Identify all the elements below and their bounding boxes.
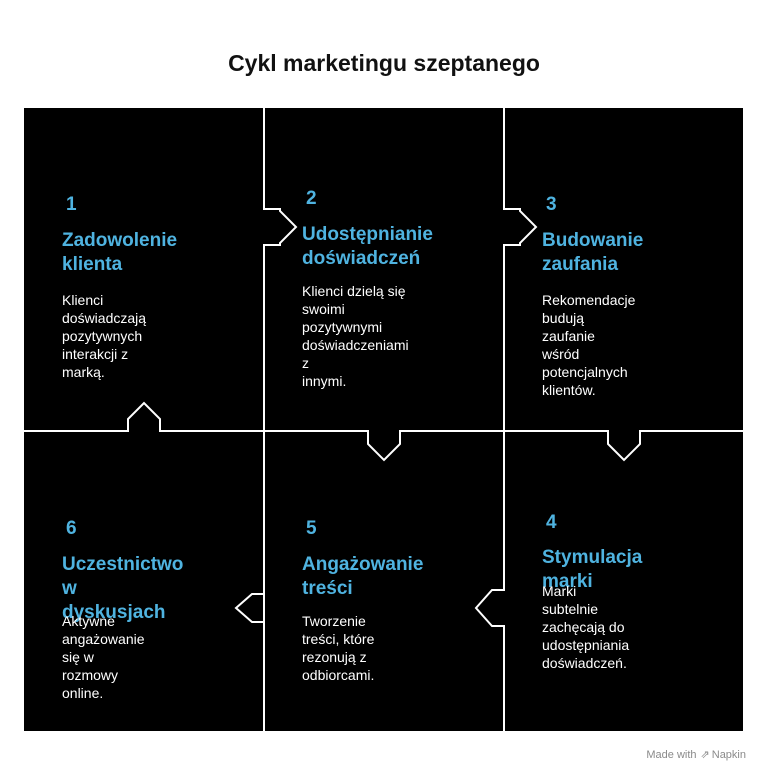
step-5-heading: Angażowanie treści (302, 554, 424, 599)
napkin-brand-label: Napkin (711, 749, 746, 761)
diagram-title: Cykl marketingu szeptanego (228, 50, 540, 76)
step-4-heading: Stymulacja marki (542, 547, 643, 592)
step-6-number: 6 (66, 518, 77, 539)
step-3-heading: Budowanie zaufania (542, 230, 644, 275)
step-3-description: Rekomendacje budują zaufanie wśród poten… (542, 292, 636, 398)
step-1-number: 1 (66, 194, 77, 215)
step-6-description: Aktywne angażowanie się w rozmowy online… (62, 613, 145, 701)
step-1-description: Klienci doświadczają pozytywnych interak… (62, 292, 147, 380)
step-5-description: Tworzenie treści, które rezonują z odbio… (302, 613, 375, 683)
step-1-heading: Zadowolenie klienta (62, 230, 178, 275)
step-4-description: Marki subtelnie zachęcają do udostępnian… (542, 583, 630, 671)
step-5-number: 5 (306, 518, 317, 539)
step-2-heading: Udostępnianie doświadczeń (302, 224, 433, 269)
made-with-napkin-badge: Made with⇗Napkin (646, 748, 746, 761)
step-6-heading: Uczestnictwo w dyskusjach (62, 554, 184, 623)
made-with-label: Made with (646, 749, 697, 761)
napkin-logo-icon: ⇗ (700, 749, 710, 761)
step-3-number: 3 (546, 194, 557, 215)
step-4-number: 4 (546, 512, 557, 533)
step-2-description: Klienci dzielą się swoimi pozytywnymi do… (302, 283, 409, 389)
step-2-number: 2 (306, 188, 317, 209)
